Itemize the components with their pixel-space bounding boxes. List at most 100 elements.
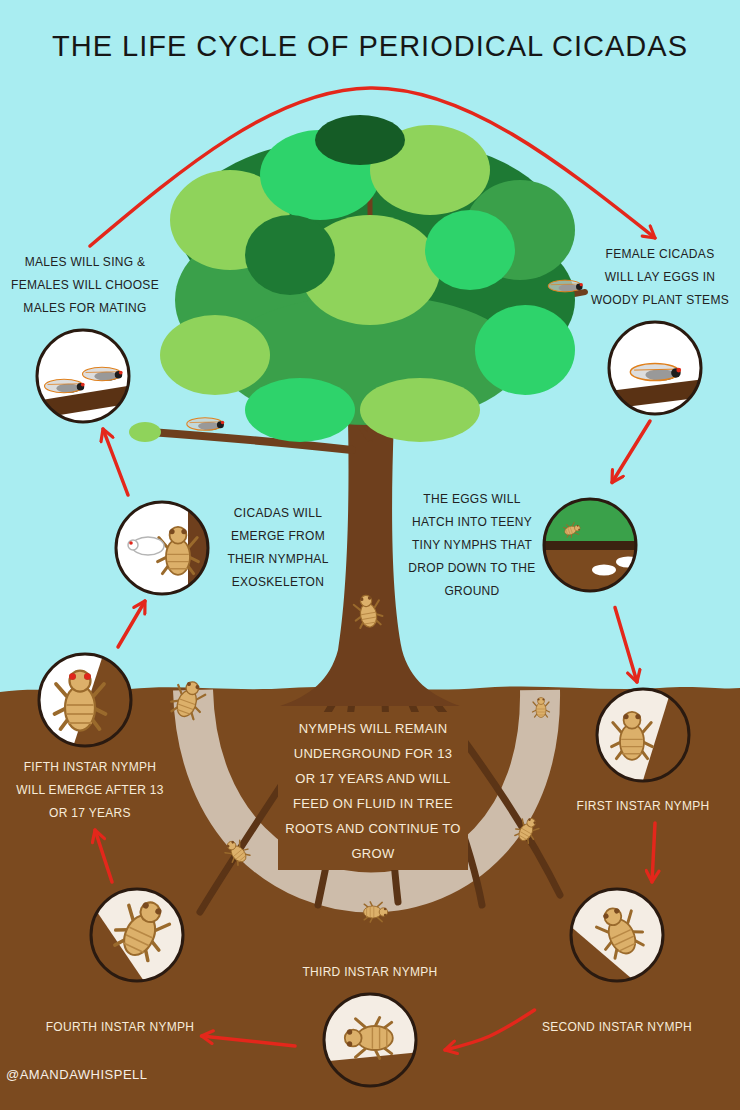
- stage-caption: THIRD INSTAR NYMPH: [300, 961, 440, 984]
- stage-picture: [600, 320, 712, 416]
- stage-caption: FOURTH INSTAR NYMPH: [44, 1016, 197, 1039]
- stage-node: FIFTH INSTAR NYMPH WILL EMERGE AFTER 13 …: [14, 652, 166, 825]
- cycle-arrow: [95, 830, 112, 882]
- stage-circle: [37, 652, 133, 748]
- cicada-on-branch: [548, 280, 583, 292]
- picture-nymph: [612, 712, 653, 760]
- cycle-arrow: [612, 421, 650, 483]
- cycle-arrow: [445, 1010, 535, 1050]
- picture-soil-line: [542, 541, 638, 550]
- tunnel-nymph: [221, 836, 252, 867]
- stage-picture: [37, 652, 135, 750]
- picture-nymph: [563, 521, 583, 539]
- cicada-on-branch: [187, 418, 224, 431]
- circle-outline: [609, 322, 701, 414]
- circle-outline: [544, 499, 636, 591]
- picture-nymph: [55, 671, 106, 731]
- circle-outline: [37, 330, 129, 422]
- tunnel-nymph: [512, 814, 542, 845]
- diagram-title: THE LIFE CYCLE OF PERIODICAL CICADAS: [0, 30, 740, 63]
- canopy-blob: [315, 115, 405, 165]
- picture-nymph: [591, 901, 648, 962]
- canopy-blob: [425, 210, 515, 290]
- stage-caption: FEMALE CICADAS WILL LAY EGGS IN WOODY PL…: [590, 243, 730, 312]
- stage-node: CICADAS WILL EMERGE FROM THEIR NYMPHAL E…: [114, 500, 331, 596]
- tunnel-nymph: [364, 902, 388, 922]
- stage-node: SECOND INSTAR NYMPH: [540, 887, 695, 1039]
- stage-circle: [89, 887, 185, 983]
- stage-caption: MALES WILL SING & FEMALES WILL CHOOSE MA…: [9, 251, 161, 320]
- stage-picture: [114, 500, 212, 596]
- cycle-arrow: [118, 601, 145, 647]
- stage-caption: FIFTH INSTAR NYMPH WILL EMERGE AFTER 13 …: [14, 756, 166, 825]
- stage-picture: [569, 887, 665, 990]
- circle-outline: [91, 889, 183, 981]
- stage-circle: [322, 992, 418, 1088]
- circle-outline: [39, 654, 131, 746]
- stage-caption: SECOND INSTAR NYMPH: [540, 1016, 695, 1039]
- circle-outline: [324, 994, 416, 1086]
- canopy-blob: [160, 315, 270, 395]
- picture-grass: [542, 497, 638, 542]
- stage-picture: [542, 497, 640, 597]
- stage-node: FEMALE CICADAS WILL LAY EGGS IN WOODY PL…: [590, 243, 730, 416]
- emerging-nymph: [168, 677, 209, 721]
- picture-adult-eye: [129, 541, 133, 545]
- stage-circle: [35, 328, 131, 424]
- ground: [0, 686, 740, 1110]
- stage-node: FIRST INSTAR NYMPH: [575, 687, 712, 818]
- red-eye: [69, 673, 76, 680]
- stage-picture: [595, 687, 700, 790]
- picture-cicada: [83, 367, 123, 381]
- cycle-arrow: [615, 608, 637, 683]
- cycle-arrow: [90, 88, 655, 246]
- canopy-blob: [245, 215, 335, 295]
- canopy-blob: [475, 305, 575, 395]
- cycle-arrow: [202, 1036, 296, 1046]
- canopy-blob: [245, 378, 355, 442]
- stage-picture: [30, 328, 140, 424]
- picture-cicada: [630, 363, 681, 380]
- stage-circle: [569, 887, 665, 983]
- picture-egg: [592, 565, 616, 576]
- stage-node: THE EGGS WILL HATCH INTO TEENY TINY NYMP…: [406, 488, 638, 603]
- tunnel-nymph: [533, 698, 550, 718]
- circle-outline: [597, 689, 689, 781]
- burrow-tunnel: [193, 690, 540, 893]
- stage-circle: [595, 687, 691, 783]
- connector-group: [90, 88, 655, 1050]
- stage-caption: FIRST INSTAR NYMPH: [575, 795, 712, 818]
- leaf: [129, 422, 161, 442]
- stage-node: FOURTH INSTAR NYMPH: [44, 887, 197, 1039]
- stage-circle: [542, 497, 638, 593]
- picture-soil: [640, 687, 700, 790]
- stage-picture: [320, 992, 420, 1092]
- stage-node: THIRD INSTAR NYMPH: [300, 961, 440, 1088]
- cycle-arrow: [652, 823, 655, 882]
- stage-picture: [89, 887, 185, 990]
- stage-caption: CICADAS WILL EMERGE FROM THEIR NYMPHAL E…: [225, 502, 331, 594]
- circle-outline: [571, 889, 663, 981]
- picture-nymph: [109, 893, 176, 964]
- cycle-arrow: [103, 429, 128, 495]
- stage-caption: THE EGGS WILL HATCH INTO TEENY TINY NYMP…: [406, 488, 538, 603]
- stage-circle: [114, 500, 210, 596]
- picture-nymph: [345, 1018, 393, 1059]
- shell-on-trunk: [352, 593, 384, 629]
- picture-egg: [616, 557, 640, 568]
- stage-node: MALES WILL SING & FEMALES WILL CHOOSE MA…: [9, 251, 161, 424]
- picture-shell: [158, 527, 199, 575]
- note-text: NYMPHS WILL REMAIN UNDERGROUND FOR 13 OR…: [278, 712, 468, 870]
- canopy-blob: [360, 378, 480, 442]
- circle-outline: [116, 502, 208, 594]
- stage-circle: [607, 320, 703, 416]
- picture-adult-head: [128, 540, 138, 550]
- picture-cicada: [45, 379, 85, 393]
- credit-text: @AMANDAWHISPELL: [6, 1066, 148, 1084]
- red-eye: [84, 673, 91, 680]
